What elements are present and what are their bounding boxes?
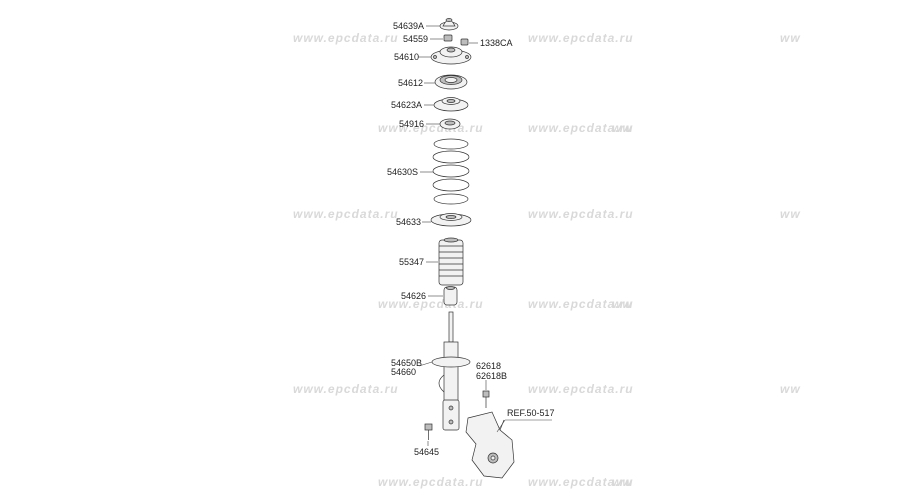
watermark: ww (612, 297, 633, 311)
part-54559[interactable] (443, 34, 453, 42)
watermark: www.epcdata.ru (528, 31, 634, 45)
label-ref-50-517[interactable]: REF.50-517 (507, 408, 555, 418)
label-54639a[interactable]: 54639A (393, 21, 424, 31)
watermark: ww (612, 475, 633, 489)
label-54660[interactable]: 54660 (391, 367, 416, 377)
label-55347[interactable]: 55347 (399, 257, 424, 267)
label-54645[interactable]: 54645 (414, 447, 439, 457)
watermark: ww (780, 31, 801, 45)
part-54916[interactable] (439, 118, 461, 130)
part-strut-assembly[interactable] (431, 311, 471, 431)
watermark: www.epcdata.ru (528, 207, 634, 221)
part-54639a[interactable] (439, 18, 459, 31)
label-62618b[interactable]: 62618B (476, 371, 507, 381)
leader-line (418, 361, 433, 367)
watermark: ww (780, 382, 801, 396)
watermark: www.epcdata.ru (378, 297, 484, 311)
part-54645[interactable] (424, 423, 433, 440)
watermark: www.epcdata.ru (528, 475, 634, 489)
part-54612[interactable] (434, 74, 468, 90)
part-1338ca[interactable] (460, 38, 469, 46)
part-54610[interactable] (430, 46, 472, 65)
part-62618[interactable] (482, 390, 490, 408)
label-54610[interactable]: 54610 (394, 52, 419, 62)
watermark: www.epcdata.ru (293, 207, 399, 221)
leader-line (496, 419, 506, 433)
label-1338ca[interactable]: 1338CA (480, 38, 513, 48)
watermark: www.epcdata.ru (528, 382, 634, 396)
part-55347[interactable] (438, 237, 464, 286)
label-54650b[interactable]: 54650B (391, 358, 422, 368)
watermark: www.epcdata.ru (528, 121, 634, 135)
watermark: www.epcdata.ru (293, 382, 399, 396)
part-steering-knuckle[interactable] (465, 411, 515, 479)
label-54623a[interactable]: 54623A (391, 100, 422, 110)
part-54633[interactable] (430, 213, 472, 227)
label-54559[interactable]: 54559 (403, 34, 428, 44)
part-54623a[interactable] (433, 97, 469, 112)
label-54916[interactable]: 54916 (399, 119, 424, 129)
label-62618[interactable]: 62618 (476, 361, 501, 371)
part-54630s[interactable] (432, 138, 470, 205)
watermark: www.epcdata.ru (378, 475, 484, 489)
watermark: ww (780, 207, 801, 221)
label-54612[interactable]: 54612 (398, 78, 423, 88)
label-54626[interactable]: 54626 (401, 291, 426, 301)
part-54626[interactable] (443, 286, 458, 306)
watermark-layer: www.epcdata.ru www.epcdata.ru ww www.epc… (293, 31, 801, 489)
watermark: www.epcdata.ru (378, 121, 484, 135)
watermark: www.epcdata.ru (528, 297, 634, 311)
watermark: ww (612, 121, 633, 135)
label-54633[interactable]: 54633 (396, 217, 421, 227)
label-54630s[interactable]: 54630S (387, 167, 418, 177)
watermark: www.epcdata.ru (293, 31, 399, 45)
